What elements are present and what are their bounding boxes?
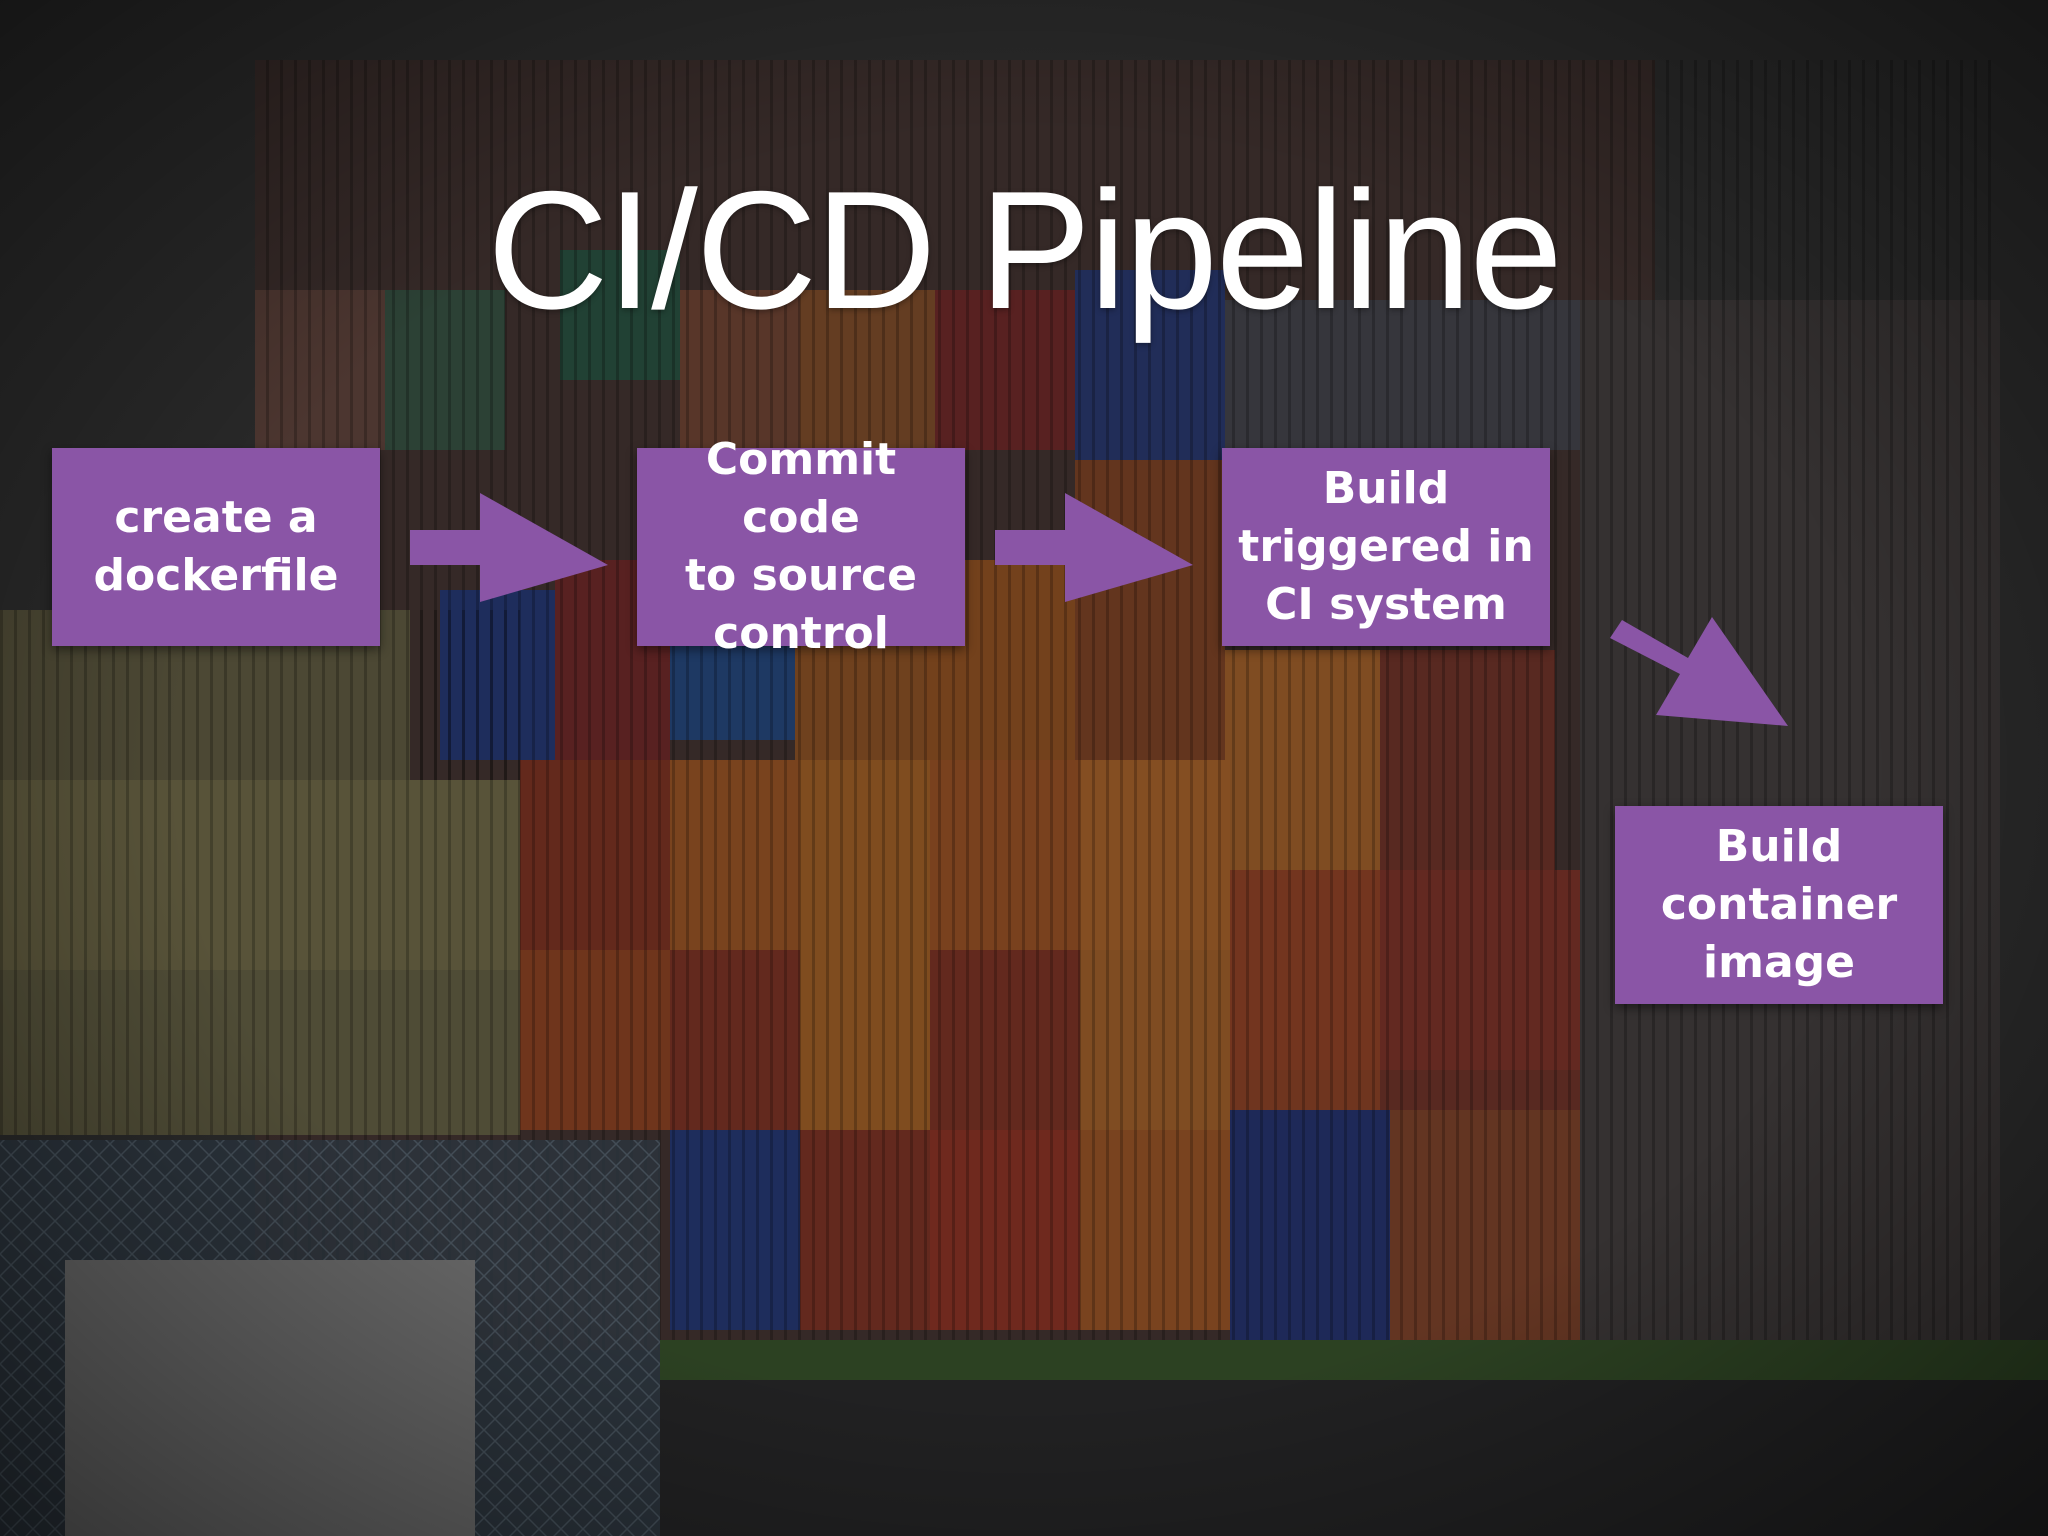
step-line: Commit code	[705, 434, 897, 543]
step-create-dockerfile: create a dockerfile	[52, 448, 380, 646]
arrow-right-icon	[410, 493, 608, 602]
step-build-container-image: Build container image	[1615, 806, 1943, 1004]
arrow-right-icon	[995, 493, 1193, 602]
step-line: CI system	[1265, 579, 1507, 630]
slide-title: CI/CD Pipeline	[487, 156, 1563, 344]
step-line: Build	[1715, 821, 1843, 872]
step-build-triggered: Build triggered in CI system	[1222, 448, 1550, 646]
step-line: control	[713, 608, 889, 659]
step-line: to source	[685, 550, 917, 601]
step-line: dockerfile	[93, 550, 339, 601]
step-commit-code: Commit code to source control	[637, 434, 965, 659]
step-line: triggered in	[1238, 521, 1534, 572]
step-line: Build	[1322, 463, 1450, 514]
step-line: image	[1703, 937, 1855, 988]
step-line: create a	[114, 492, 318, 543]
arrow-down-right-icon	[1610, 617, 1788, 726]
step-line: container	[1660, 879, 1898, 930]
